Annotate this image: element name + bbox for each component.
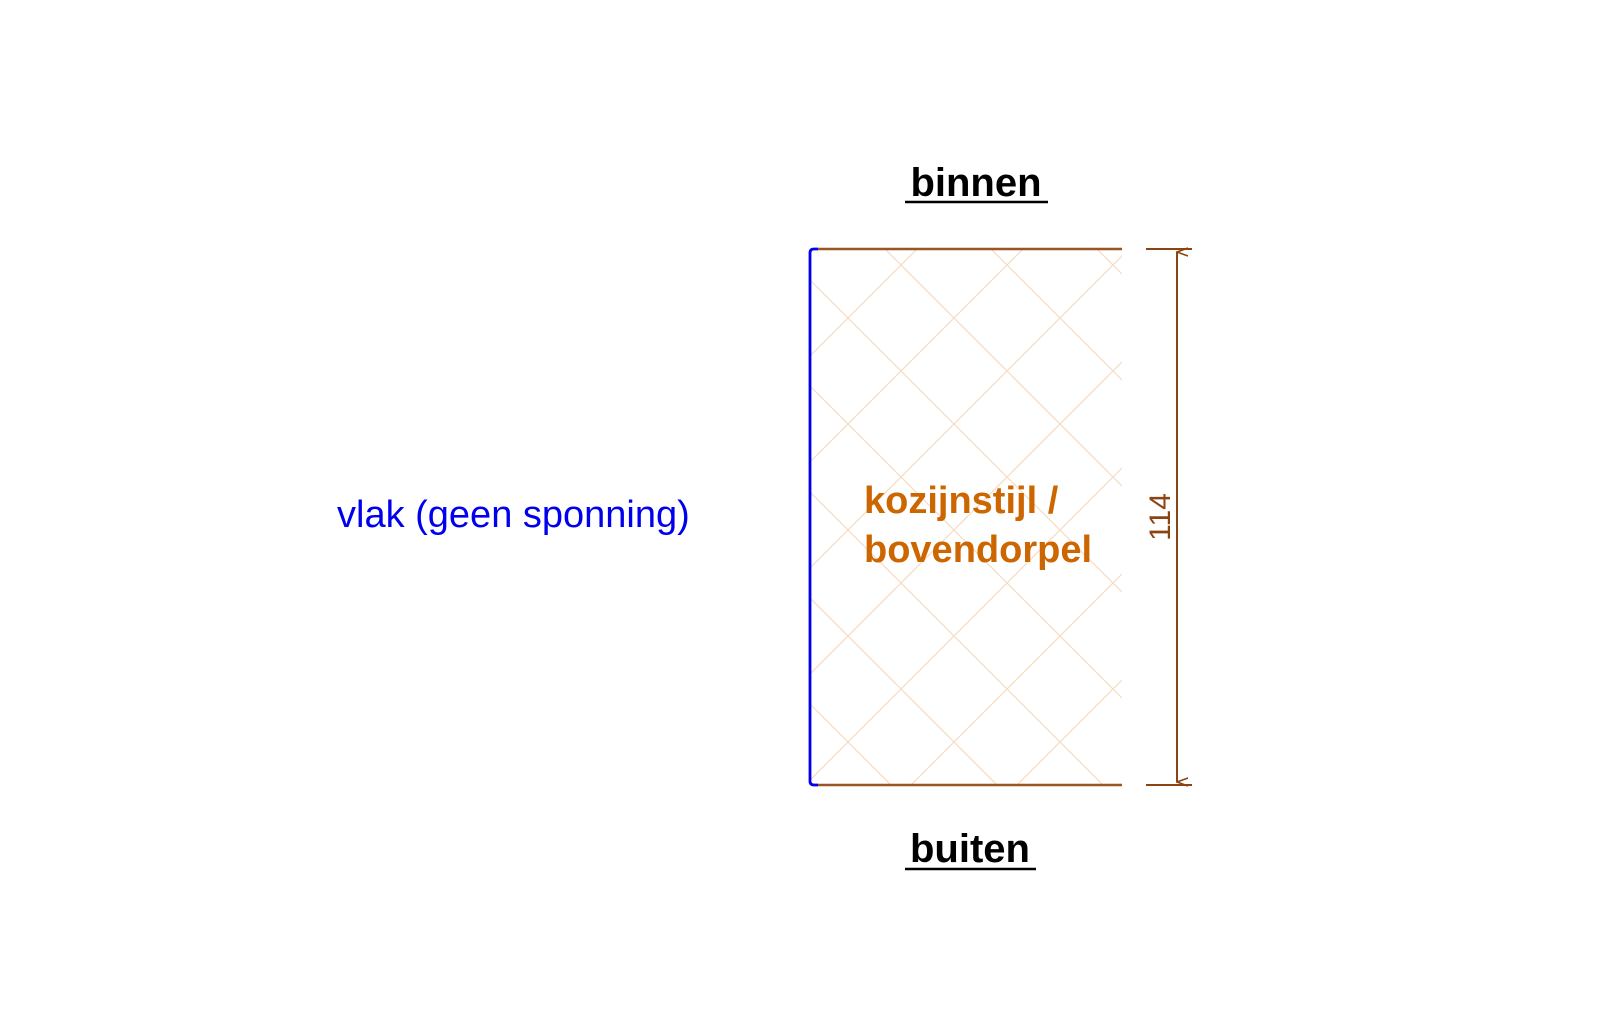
flat-face-edge [808,247,818,787]
outside-label: buiten [910,827,1030,871]
part-name-line2: bovendorpel [864,529,1092,571]
part-name-line1: kozijnstijl / [864,480,1059,522]
inside-label: binnen [910,161,1041,205]
profile-section-fill [810,249,1122,785]
dimension-value: 114 [1144,493,1177,541]
face-type-label: vlak (geen sponning) [337,494,690,536]
